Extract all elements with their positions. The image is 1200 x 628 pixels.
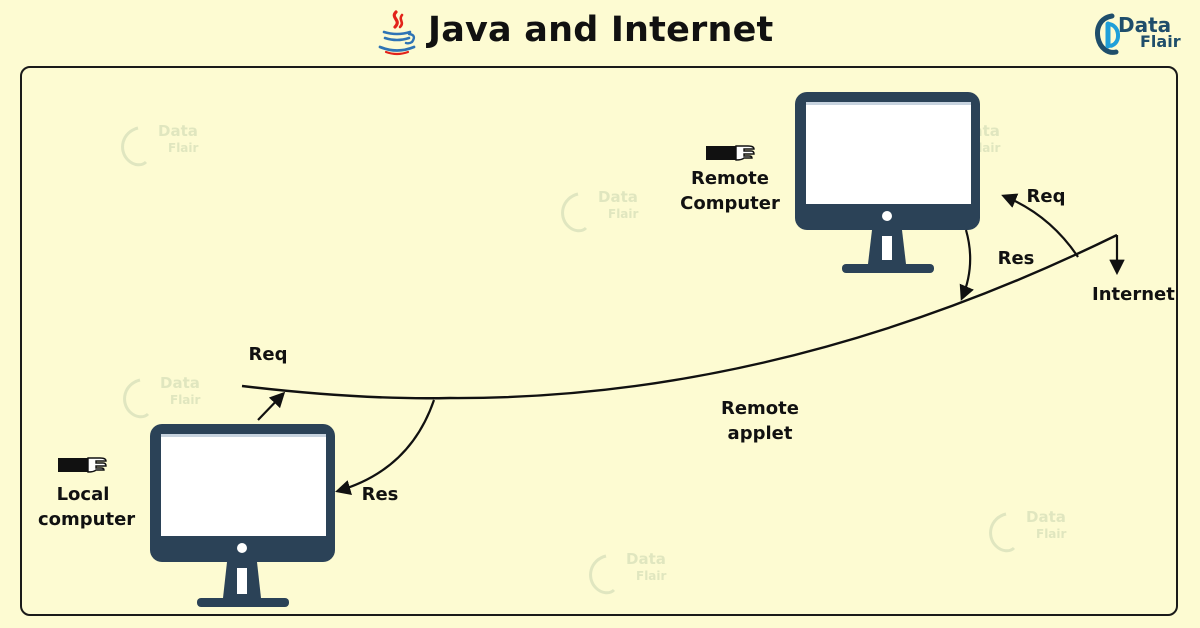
java-coffee-cup-icon: [378, 10, 416, 56]
local-computer-monitor-icon: [150, 424, 335, 607]
local-response-label: Res: [361, 484, 399, 505]
internet-connection-curve: [241, 233, 1118, 400]
remote-response-arrow: [959, 229, 974, 301]
page-title: Java and Internet: [428, 10, 774, 50]
watermark: Flair: [1036, 527, 1067, 541]
local-response-arrow: [335, 399, 436, 495]
watermark: Data: [1026, 508, 1066, 526]
brand-name: Data: [1118, 13, 1172, 37]
watermark: Data: [158, 122, 198, 140]
watermark: Flair: [170, 393, 201, 407]
diagram-panel: [20, 66, 1178, 616]
header: Java and Internet Data Flair: [0, 0, 1200, 66]
internet-label: Internet: [1092, 284, 1175, 305]
watermark: Data: [160, 374, 200, 392]
remote-request-label: Req: [1026, 186, 1066, 207]
pointing-hand-icon: [706, 145, 755, 161]
remote-computer-label: Remote Computer: [680, 168, 780, 214]
remote-applet-label: Remote applet: [720, 398, 799, 444]
watermark: Flair: [168, 141, 199, 155]
remote-response-label: Res: [997, 248, 1035, 269]
local-computer-label: Local computer: [38, 484, 136, 530]
watermark: Data: [598, 188, 638, 206]
watermark: Data: [626, 550, 666, 568]
watermark: Flair: [608, 207, 639, 221]
remote-computer-monitor-icon: [795, 92, 980, 273]
local-request-label: Req: [248, 344, 288, 365]
brand-subname: Flair: [1140, 32, 1181, 51]
dataflair-logo-icon: [1095, 13, 1120, 55]
local-request-arrow: [257, 391, 286, 421]
pointing-hand-icon: [58, 457, 107, 473]
watermark: Flair: [636, 569, 667, 583]
remote-request-arrow: [1001, 193, 1079, 258]
